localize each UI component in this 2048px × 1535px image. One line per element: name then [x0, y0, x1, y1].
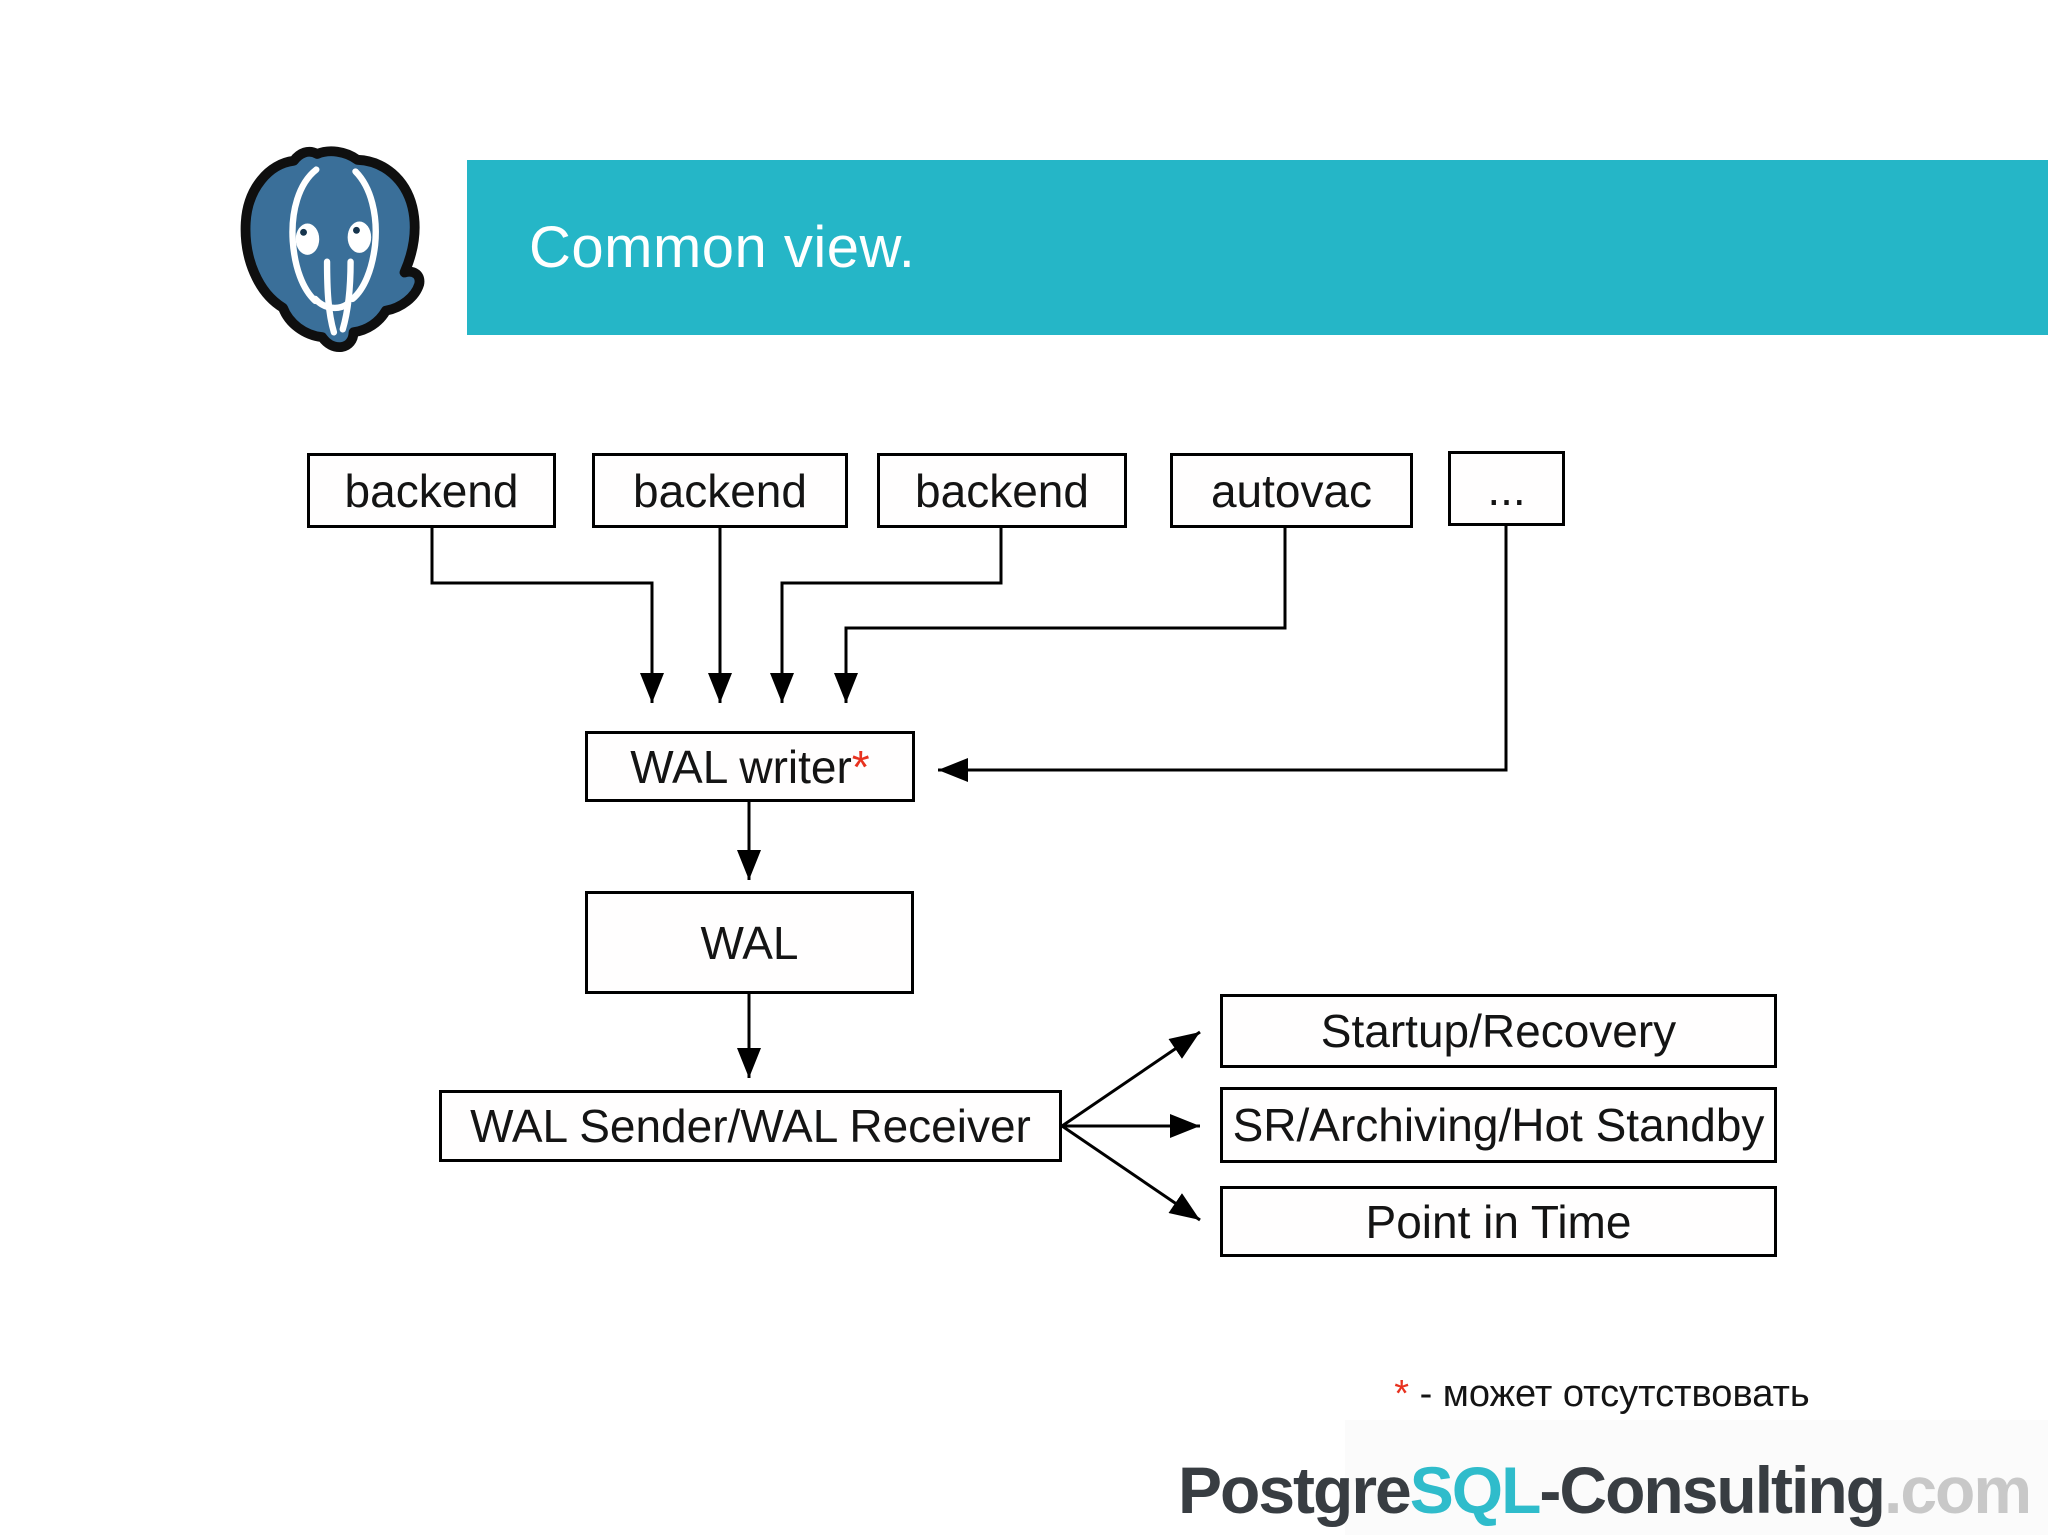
brand-postgre: Postgre [1178, 1453, 1412, 1527]
node-label: autovac [1210, 464, 1373, 517]
brand-com: .com [1884, 1453, 2032, 1527]
node-backend-1: backend [307, 453, 556, 528]
footnote-text: - может отсутствовать [1409, 1373, 1810, 1415]
node-label: backend [915, 464, 1089, 517]
header-bar: Common view. [467, 160, 2048, 335]
footnote: * - может отсутствовать [1352, 1330, 1810, 1459]
brand-consulting: -Consulting [1539, 1453, 1886, 1527]
node-label: Point in Time [1365, 1195, 1632, 1248]
node-label: SR/Archiving/Hot Standby [1232, 1099, 1765, 1151]
node-backend-3: backend [877, 453, 1127, 528]
footnote-asterisk: * [1394, 1373, 1410, 1415]
postgresql-consulting-logo: PostgreSQL-Consulting.com [1178, 1452, 2032, 1528]
node-point-in-time: Point in Time [1220, 1186, 1777, 1257]
node-label: backend [344, 464, 519, 517]
node-wal: WAL [585, 891, 914, 994]
node-wal-writer: WAL writer* [585, 731, 915, 802]
postgresql-elephant-icon [232, 142, 428, 354]
node-autovac: autovac [1170, 453, 1413, 528]
node-sr-archiving-hot-standby: SR/Archiving/Hot Standby [1220, 1087, 1777, 1163]
node-wal-sender-receiver: WAL Sender/WAL Receiver [439, 1090, 1062, 1162]
optional-asterisk: * [851, 740, 870, 793]
brand-sql: SQL [1409, 1453, 1542, 1527]
node-label: Startup/Recovery [1320, 1005, 1677, 1057]
node-label: WAL [700, 916, 799, 969]
page-title: Common view. [529, 215, 916, 280]
logo-background-panel [1345, 1420, 2048, 1535]
node-startup-recovery: Startup/Recovery [1220, 994, 1777, 1068]
node-ellipsis: ... [1448, 451, 1565, 526]
node-backend-2: backend [592, 453, 848, 528]
node-label: WAL writer [630, 740, 852, 793]
node-label: WAL Sender/WAL Receiver [470, 1100, 1031, 1152]
node-label: backend [633, 464, 807, 517]
node-label: ... [1487, 462, 1526, 515]
